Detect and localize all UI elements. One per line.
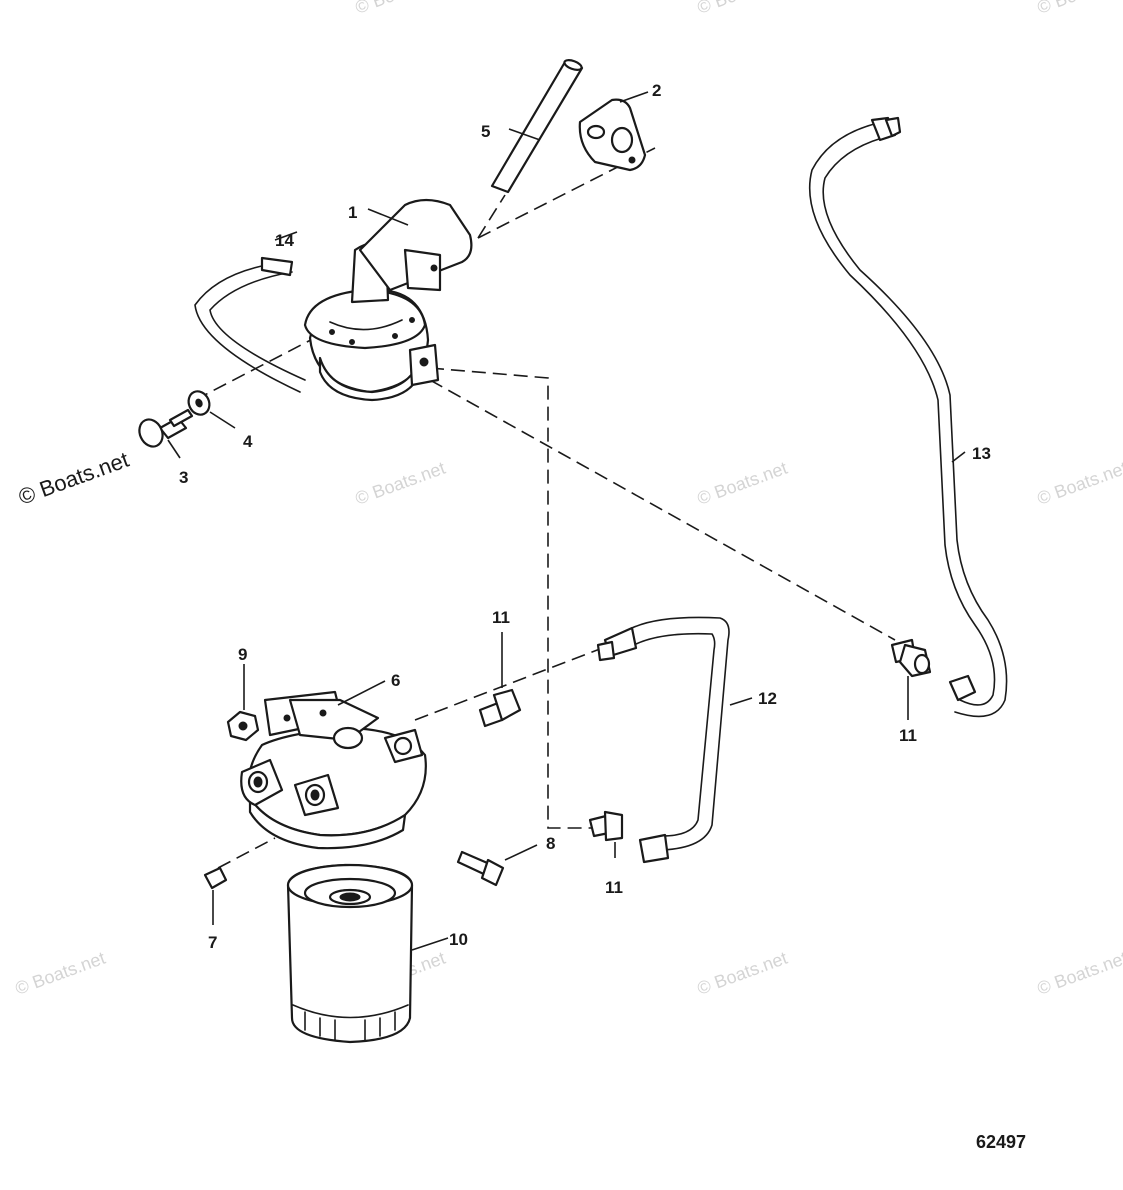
leader-lines	[167, 91, 966, 951]
callout-11: 11	[899, 726, 917, 745]
part-2-gasket	[578, 98, 647, 172]
callout-3: 3	[179, 468, 188, 487]
part-11-fitting-lower	[588, 810, 624, 842]
callout-13: 13	[972, 444, 991, 463]
part-12-fuel-line	[596, 616, 730, 864]
part-13-fuel-line	[808, 116, 1008, 718]
part-11-fitting-right	[890, 638, 932, 678]
callout-9: 9	[238, 645, 247, 664]
part-3-bolt	[138, 408, 194, 448]
watermark: © Boats.net	[1035, 948, 1123, 999]
part-10-fuel-filter	[286, 863, 414, 1044]
part-6-filter-base	[240, 690, 427, 850]
callout-6: 6	[391, 671, 400, 690]
part-14-vent-hose	[194, 256, 306, 393]
part-1-fuel-pump	[303, 198, 473, 402]
part-4-washer	[187, 390, 211, 416]
callout-12: 12	[758, 689, 777, 708]
part-5-hose	[490, 59, 584, 194]
callout-2: 2	[652, 81, 661, 100]
callout-1: 1	[348, 203, 357, 222]
part-7-plug	[203, 866, 228, 890]
figure-number: 62497	[976, 1132, 1026, 1152]
callout-10: 10	[449, 930, 468, 949]
watermark: © Boats.net	[13, 948, 108, 999]
watermark-primary: © Boats.net	[15, 447, 132, 510]
watermark: © Boats.net	[1035, 0, 1123, 18]
callouts: 1 2 3 4 5 6 7 8 9 10 11 11 11 12 13 14	[179, 81, 991, 952]
callout-8: 8	[546, 834, 555, 853]
watermark: © Boats.net	[1035, 458, 1123, 509]
callout-11: 11	[492, 608, 510, 627]
watermark: © Boats.net	[353, 0, 448, 18]
callout-7: 7	[208, 933, 217, 952]
watermark: © Boats.net	[695, 948, 790, 999]
part-11-fitting-middle	[478, 688, 522, 728]
watermarks: © Boats.net © Boats.net © Boats.net © Bo…	[13, 0, 1123, 999]
callout-5: 5	[481, 122, 490, 141]
callout-14: 14	[275, 231, 294, 250]
callout-4: 4	[243, 432, 253, 451]
watermark: © Boats.net	[695, 0, 790, 18]
watermark: © Boats.net	[695, 458, 790, 509]
part-8-bolt	[456, 850, 505, 887]
part-9-nut	[226, 710, 260, 742]
watermark: © Boats.net	[353, 458, 448, 509]
callout-11: 11	[605, 878, 623, 897]
